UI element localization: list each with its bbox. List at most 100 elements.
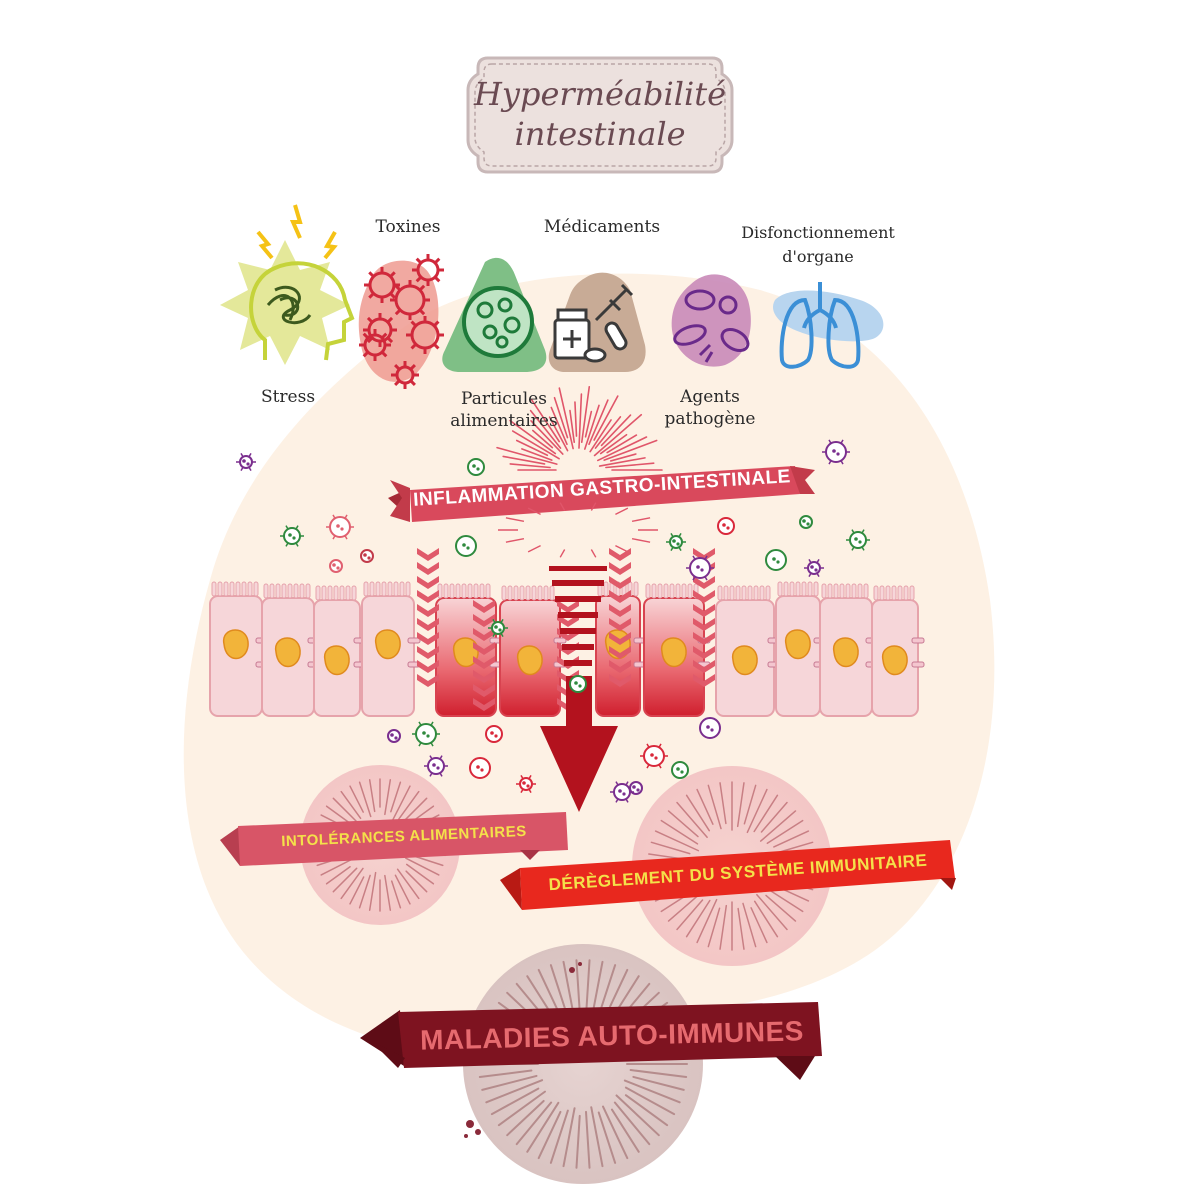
spark-ray xyxy=(589,419,612,453)
burst-ray xyxy=(358,781,372,818)
burst-ray xyxy=(404,797,428,821)
label-agents-line2: pathogène xyxy=(664,409,756,429)
maladies-ribbon xyxy=(360,1002,822,1080)
burst-ray xyxy=(696,898,718,944)
chevron-mark xyxy=(609,660,631,673)
burst-ray xyxy=(398,790,420,820)
chevron-mark xyxy=(417,660,439,673)
microbe-icon xyxy=(326,514,354,540)
chevron-mark xyxy=(473,670,495,683)
virus-spike xyxy=(394,364,401,371)
title-line-2: intestinale xyxy=(514,115,686,153)
virus-spike xyxy=(410,343,417,350)
intolerances-ribbon xyxy=(220,812,568,866)
burst-ray xyxy=(325,865,351,885)
virus-spike xyxy=(409,364,416,371)
spark-ray xyxy=(580,385,591,444)
spark-ray xyxy=(578,393,583,449)
burst-ray xyxy=(405,857,440,876)
inflamed-cell xyxy=(435,583,503,717)
spark-ray xyxy=(502,455,546,465)
chevron-mark xyxy=(609,576,631,589)
spark-ray xyxy=(590,502,597,511)
inflamed-cell xyxy=(643,583,711,717)
chevron-mark xyxy=(609,590,631,603)
microbe-icon xyxy=(516,774,536,794)
microbe-icon xyxy=(485,725,503,743)
burst-ray xyxy=(685,794,711,832)
virus-spike xyxy=(362,332,369,339)
virus-spike xyxy=(394,284,402,292)
chevron-mark xyxy=(557,600,579,613)
burst-ray xyxy=(746,788,768,834)
burst-ray xyxy=(765,894,797,922)
chevron-mark xyxy=(417,576,439,589)
burst-ray xyxy=(490,1087,540,1116)
microbe-icon xyxy=(469,757,491,779)
burst-ray xyxy=(515,1101,553,1146)
spark-ray xyxy=(509,463,551,469)
burst-ray xyxy=(575,1114,581,1169)
virus-spike xyxy=(410,320,417,327)
virus-spike xyxy=(434,276,441,283)
microbe-icon xyxy=(765,549,787,571)
burst-ray xyxy=(332,867,358,893)
chevron-mark xyxy=(609,604,631,617)
burst-ray xyxy=(707,784,722,830)
chevron-mark xyxy=(473,642,495,655)
title-frame xyxy=(466,56,734,174)
burst-ray xyxy=(685,899,711,938)
chevron-mark xyxy=(417,604,439,617)
chevron-mark xyxy=(693,674,715,687)
chevron-mark xyxy=(417,632,439,645)
chevron-mark xyxy=(693,590,715,603)
burst-ray xyxy=(585,1110,591,1169)
chevron-mark xyxy=(473,656,495,669)
burst-ray xyxy=(624,1086,676,1116)
spark-ray xyxy=(532,429,554,449)
burst-ray xyxy=(773,830,810,848)
burst-ray xyxy=(349,785,364,813)
burst-ray xyxy=(753,794,779,833)
microbe-icon xyxy=(804,558,824,578)
burst-ray xyxy=(765,887,804,913)
burst-ray xyxy=(478,1069,533,1079)
chevron-mark xyxy=(693,604,715,617)
virus-spike xyxy=(409,379,416,386)
spark-ray xyxy=(631,537,651,543)
epithelial-cell xyxy=(209,581,269,717)
burst-ray xyxy=(624,1094,669,1127)
burst-ray xyxy=(615,1094,660,1137)
virus-spike xyxy=(368,271,375,278)
burst-ray xyxy=(368,779,376,813)
spark-ray xyxy=(569,409,576,444)
label-toxines: Toxines xyxy=(375,217,441,237)
spark-ray xyxy=(515,439,549,457)
spark-ray xyxy=(550,406,568,446)
microbe-icon xyxy=(360,549,374,563)
decorative-dots xyxy=(464,962,582,1138)
medication-icon xyxy=(548,272,646,372)
chevron-mark xyxy=(417,590,439,603)
burst-ray xyxy=(497,1090,546,1127)
burst-ray xyxy=(590,1106,604,1168)
label-agents-line1: Agents xyxy=(680,387,740,407)
label-particules-line1: Particules xyxy=(461,389,547,409)
epithelial-cell xyxy=(261,583,321,717)
chevron-mark xyxy=(473,628,495,641)
spark-ray xyxy=(548,416,569,452)
epithelial-cell xyxy=(775,581,827,717)
epithelial-cell xyxy=(819,583,879,717)
burst-ray xyxy=(760,801,788,833)
burst-ray xyxy=(394,874,411,905)
chevron-mark xyxy=(693,576,715,589)
spark-ray xyxy=(606,434,638,454)
food-particle-icon xyxy=(442,257,547,372)
virus-spike xyxy=(381,332,388,339)
microbe-icon xyxy=(329,559,343,573)
chevron-mark xyxy=(417,674,439,687)
burst-ray xyxy=(736,782,745,828)
virus-spike xyxy=(394,379,401,386)
burst-ray xyxy=(613,1101,651,1146)
burst-ray xyxy=(737,907,745,950)
